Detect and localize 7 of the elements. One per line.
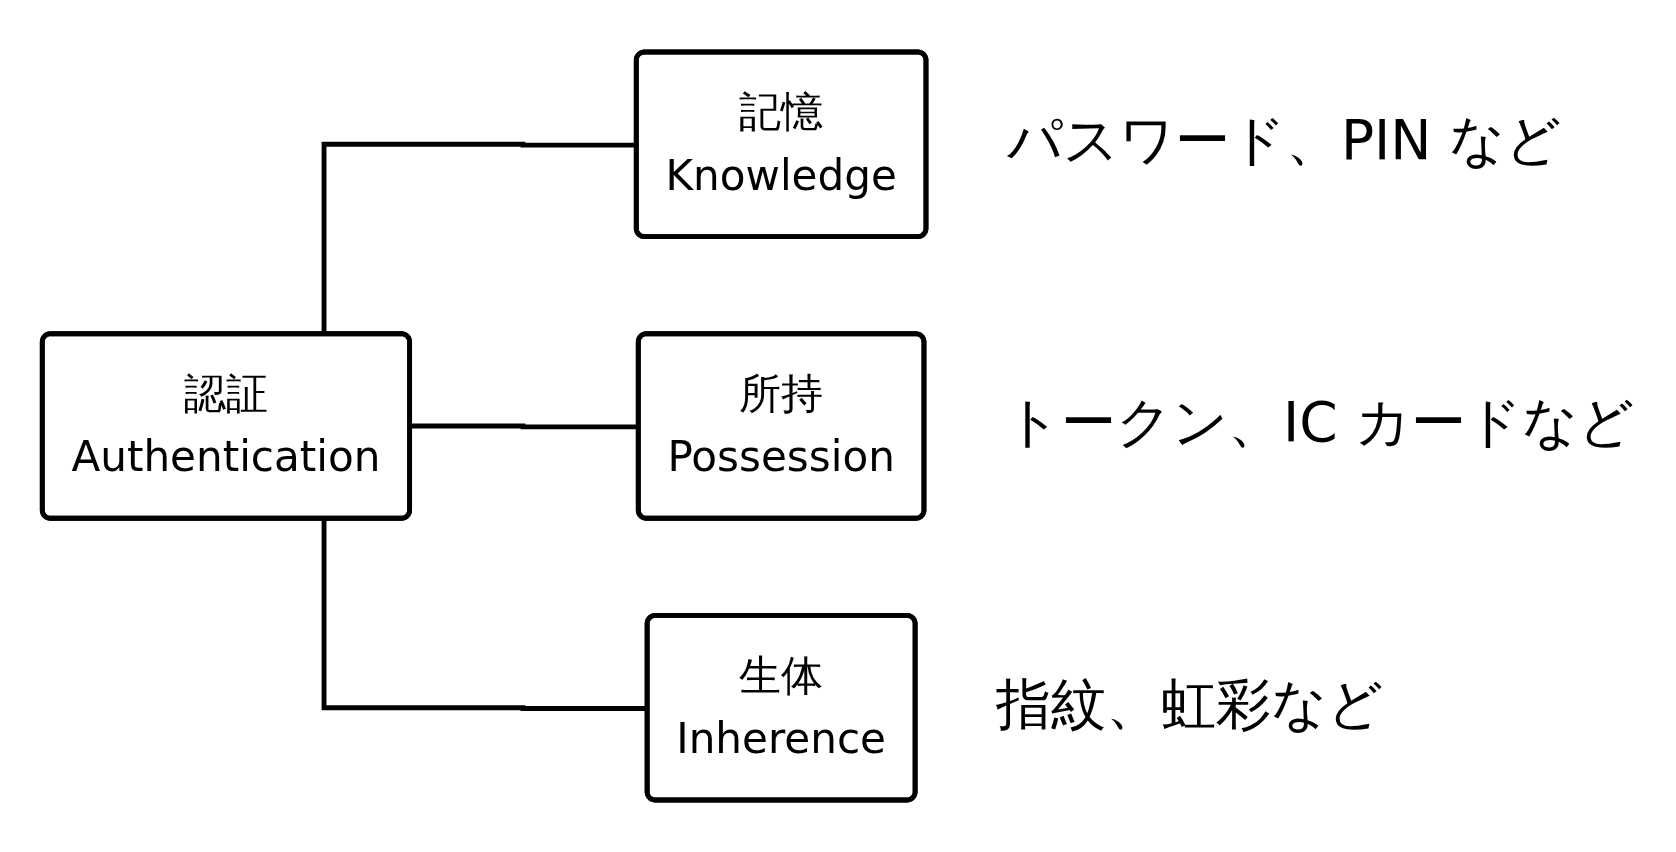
rounded-box: 認証 Authentication: [39, 331, 413, 521]
rounded-box: 生体 Inherence: [644, 613, 918, 803]
example-text: トークン、IC カードなど: [1004, 390, 1635, 455]
rounded-box: 記憶 Knowledge: [633, 49, 929, 239]
example-text: パスワード、PIN など: [1006, 108, 1561, 173]
rounded-box: 所持 Possession: [635, 331, 927, 521]
example-text: 指紋、虹彩など: [996, 671, 1384, 736]
